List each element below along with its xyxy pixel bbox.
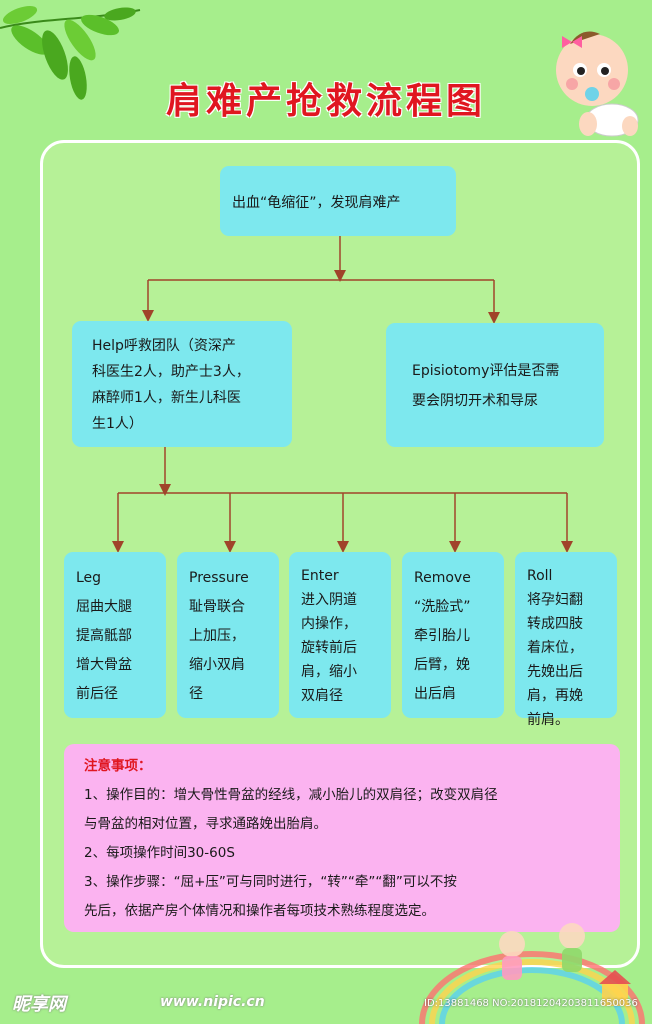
step-line: 增大骨盆 [76,657,132,673]
step-roll-box: Roll 将孕妇翻 转成四肢 着床位， 先娩出后 肩，再娩 前肩。 [515,552,617,728]
leaves-decoration [0,5,141,100]
step-line: 前后径 [76,686,118,702]
help-line: 麻醉师1人，新生儿科医 [92,390,241,406]
step-pressure-box: Pressure 耻骨联合 上加压， 缩小双肩 径 [177,552,279,718]
watermark-logo: 昵享网 [12,994,66,1015]
step-line: 缩小双肩 [189,657,245,673]
step-line: 将孕妇翻 [527,592,583,608]
step-leg-box: Leg 屈曲大腿 提高骶部 增大骨盆 前后径 [64,552,166,718]
episiotomy-box: Episiotomy评估是否需 要会阴切开术和导尿 [386,323,604,447]
step-line: 先娩出后 [527,664,583,680]
step-line: 肩，缩小 [301,664,357,680]
help-line: 科医生2人，助产士3人， [92,364,250,380]
step-line: 上加压， [189,628,245,644]
step-line: “洗脸式” [414,599,471,615]
notes-line: 2、每项操作时间30-60S [84,845,235,861]
step-line: 进入阴道 [301,592,357,608]
step-line: 双肩径 [301,688,343,704]
episiotomy-line: Episiotomy评估是否需 [412,363,560,379]
notes-line: 与骨盆的相对位置，寻求通路娩出胎肩。 [84,816,327,832]
step-line: 屈曲大腿 [76,599,132,615]
page-title: 肩难产抢救流程图 [165,80,486,122]
step-line: 牵引胎儿 [414,628,470,644]
help-box: Help呼救团队（资深产 科医生2人，助产士3人， 麻醉师1人，新生儿科医 生1… [72,321,292,447]
help-line: 生1人） [92,416,143,432]
episiotomy-line: 要会阴切开术和导尿 [412,393,538,409]
discovery-box: 出血“龟缩征”，发现肩难产 [220,166,456,236]
notes-box: 注意事项： 1、操作目的：增大骨性骨盆的经线，减小胎儿的双肩径；改变双肩径 与骨… [64,744,620,932]
step-line: 出后肩 [414,686,456,702]
step-line: 肩，再娩 [527,688,583,704]
step-line: Pressure [189,570,249,586]
notes-line: 先后，依据产房个体情况和操作者每项技术熟练程度选定。 [84,903,435,919]
discovery-text: 出血“龟缩征”，发现肩难产 [232,195,401,211]
step-line: 径 [189,686,203,702]
step-line: 旋转前后 [301,640,357,656]
step-line: 内操作， [301,616,357,632]
step-line: 提高骶部 [76,628,132,644]
notes-line: 1、操作目的：增大骨性骨盆的经线，减小胎儿的双肩径；改变双肩径 [84,787,498,803]
step-line: 转成四肢 [527,616,583,632]
step-enter-box: Enter 进入阴道 内操作， 旋转前后 肩，缩小 双肩径 [289,552,391,718]
step-line: 着床位， [527,640,583,656]
step-line: Roll [527,568,553,584]
children-rainbow-decoration [419,923,645,1024]
notes-line: 3、操作步骤：“屈+压”可与同时进行，“转”“牵”“翻”可以不按 [84,874,457,890]
step-line: Enter [301,568,339,584]
step-line: Leg [76,570,102,586]
step-line: Remove [414,570,471,586]
step-line: 后臂，娩 [414,657,470,673]
step-line: 前肩。 [527,712,569,728]
step-remove-box: Remove “洗脸式” 牵引胎儿 后臂，娩 出后肩 [402,552,504,718]
help-line: Help呼救团队（资深产 [92,338,236,354]
step-line: 耻骨联合 [189,599,245,615]
watermark-url: www.nipic.cn [160,994,265,1010]
baby-illustration [556,31,639,137]
watermark-id: ID:13881468 NO:20181204203811650036 [424,998,638,1009]
notes-title: 注意事项： [84,758,152,774]
